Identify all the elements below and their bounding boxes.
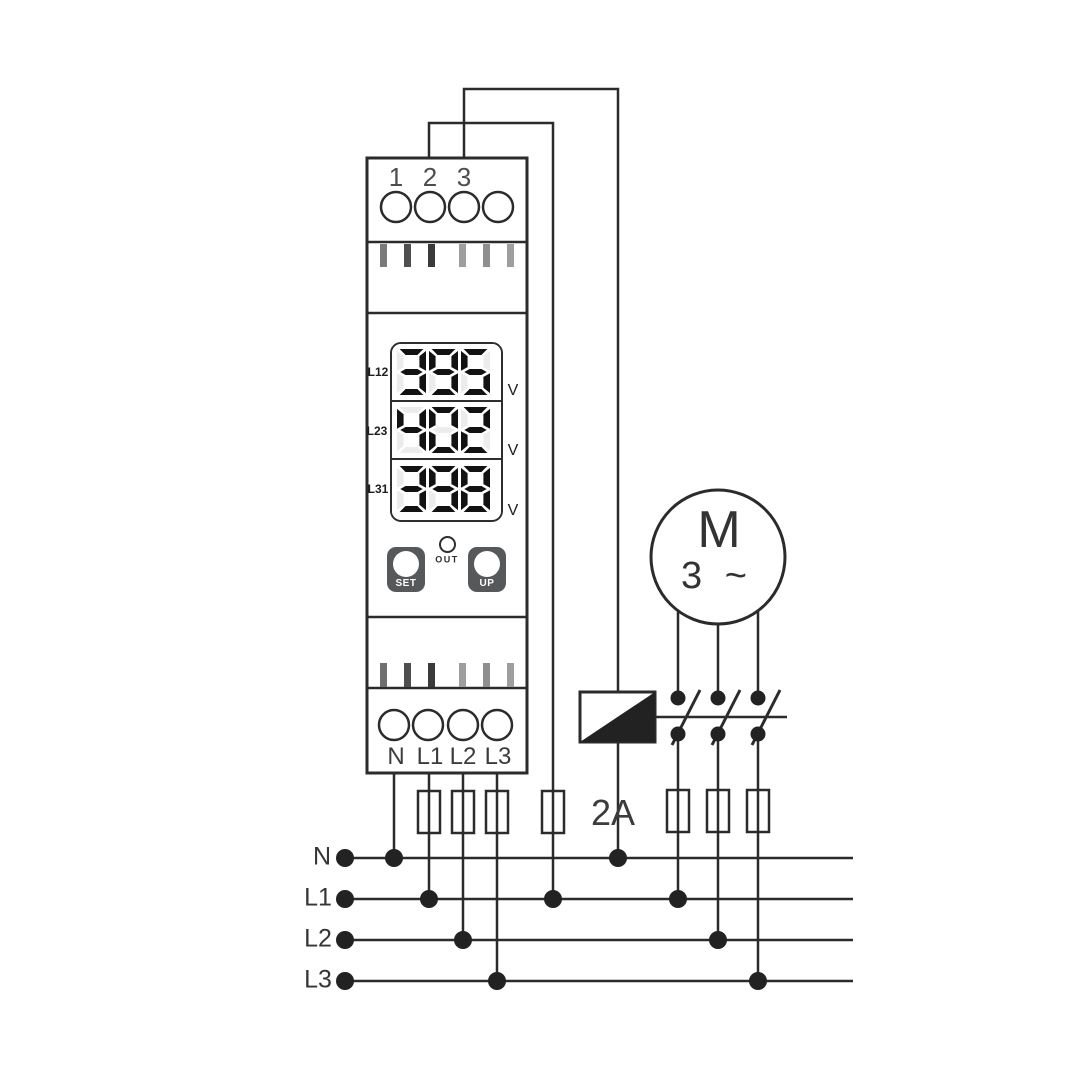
bus-lines: [345, 856, 853, 983]
wire-terminal2-to-2a-fuse: [427, 121, 555, 899]
fuses: [416, 788, 771, 835]
fuse-motor1: [665, 788, 691, 834]
coil-triangle: [580, 692, 655, 742]
up-button[interactable]: UP: [468, 547, 506, 592]
display-row-l23: [392, 402, 501, 460]
top-terminal-label-3: 3: [456, 162, 472, 192]
bottom-terminal-label-l3: L3: [484, 743, 512, 770]
display-label-l12: L12: [367, 365, 389, 379]
fuse-l3: [484, 789, 510, 835]
voltage-value-l12: [397, 349, 490, 395]
display-unit-l12: V: [507, 382, 519, 399]
top-terminal-screws: [379, 190, 515, 224]
bottom-terminal-screws: [377, 708, 514, 742]
display-label-l23: L23: [366, 424, 388, 438]
up-button-knob: [474, 551, 500, 577]
set-button-knob: [393, 551, 419, 577]
display-unit-l31: V: [507, 502, 519, 519]
motor-letter: M: [697, 501, 741, 559]
display-row-l31: [392, 460, 501, 518]
voltage-value-l31: [397, 466, 490, 512]
contactor-contacts: [670, 689, 782, 746]
display-unit-l23: V: [507, 442, 519, 459]
display-label-l31: L31: [367, 482, 389, 496]
fuse-motor3: [745, 788, 771, 834]
bus-label-n: N: [312, 842, 332, 871]
set-button-label: SET: [395, 578, 417, 589]
bus-label-l2: L2: [304, 924, 332, 953]
bottom-terminal-label-l1: L1: [416, 743, 444, 770]
control-fuse-rating: 2A: [591, 792, 636, 833]
bottom-terminal-label-l2: L2: [449, 743, 477, 770]
motor-phase-label: 3 ~: [681, 555, 753, 597]
voltage-display: [390, 342, 503, 522]
vent-slots-top: [380, 244, 514, 267]
wire-terminal3-to-coil: [462, 87, 620, 692]
bus-label-l3: L3: [304, 965, 332, 994]
bottom-terminal-label-n: N: [387, 743, 405, 770]
fuse-l2: [450, 789, 476, 835]
contactor-coil: [578, 690, 787, 744]
out-led-indicator: [439, 536, 456, 553]
out-led-label: OUT: [435, 554, 459, 565]
vent-slots-bottom: [380, 663, 514, 687]
fuse-l1: [416, 789, 442, 835]
display-row-l12: [392, 344, 501, 402]
bus-label-l1: L1: [304, 883, 332, 912]
fuse-2a: [540, 789, 566, 835]
junction-dots: [336, 849, 767, 990]
top-terminal-label-1: 1: [388, 162, 404, 192]
fuse-motor2: [705, 788, 731, 834]
motor-circle: [649, 488, 787, 626]
up-button-label: UP: [479, 578, 495, 589]
voltage-value-l23: [397, 407, 490, 453]
set-button[interactable]: SET: [387, 547, 425, 592]
top-terminal-label-2: 2: [422, 162, 438, 192]
